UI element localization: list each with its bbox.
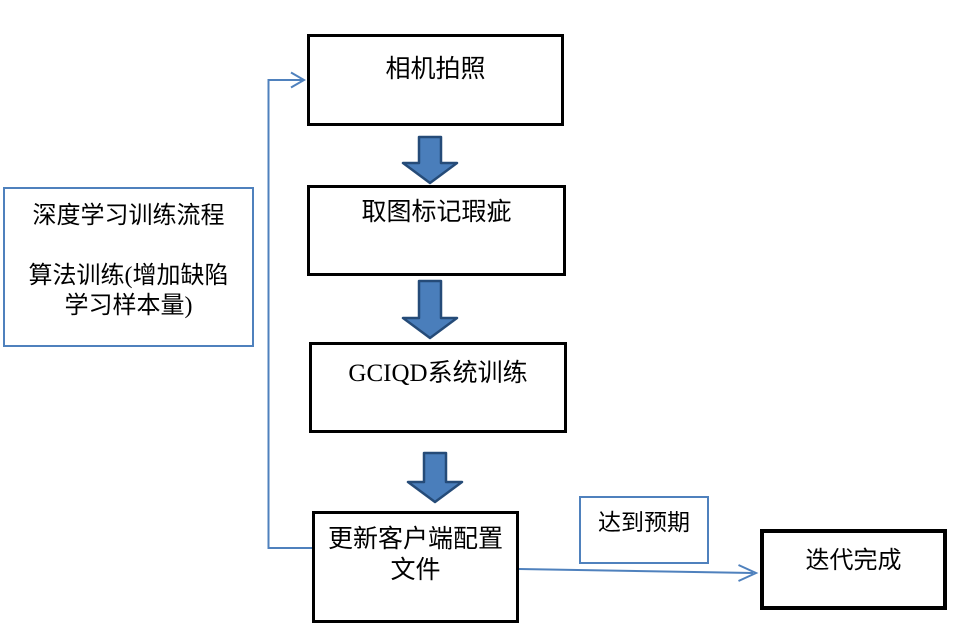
down-block-arrow-1-icon [401,135,459,185]
result-arrowhead-icon [738,564,759,582]
node-update-line: 更新客户端配置 [327,526,503,553]
node-gciqd-training: GCIQD系统训练 [309,342,567,433]
feedback-arrowhead-icon [290,71,307,89]
note-line-spacer [5,231,252,261]
node-camera-capture: 相机拍照 [307,34,564,126]
node-update-client-config: 更新客户端配置 文件 [312,511,519,623]
note-line: 算法训练(增加缺陷 [28,263,229,289]
node-mark-defects: 取图标记瑕疵 [307,185,566,276]
note-line: 深度学习训练流程 [32,203,225,229]
condition-label-expectation-met: 达到预期 [579,496,709,564]
node-update-line: 文件 [390,557,441,584]
note-box-training-process: 深度学习训练流程 算法训练(增加缺陷 学习样本量) [3,187,254,347]
note-line: 学习样本量) [64,293,193,319]
feedback-loop-line [267,79,312,549]
result-arrow-line [518,568,754,574]
node-iteration-complete: 迭代完成 [760,529,947,610]
down-block-arrow-3-icon [406,451,464,504]
down-block-arrow-2-icon [401,279,459,340]
